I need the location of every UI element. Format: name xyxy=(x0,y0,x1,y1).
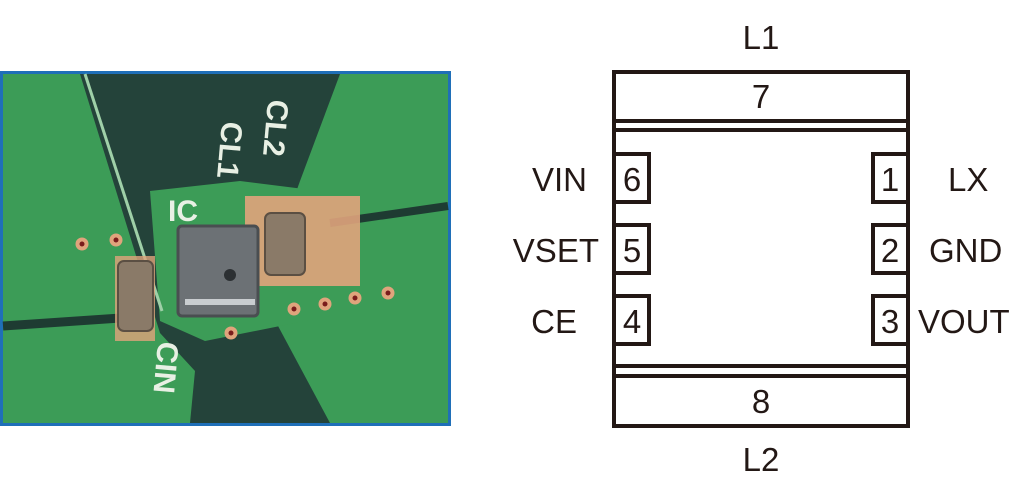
silkscreen-ic: IC xyxy=(168,195,198,228)
pin-number: 6 xyxy=(623,161,641,198)
ic-pin1-dot xyxy=(224,269,236,281)
pcb-photo: IC CL1 CL2 CIN xyxy=(0,71,451,426)
silkscreen-cl1: CL1 xyxy=(210,120,248,179)
silkscreen-cl2: CL2 xyxy=(256,98,294,157)
ic-highlight xyxy=(185,299,255,305)
pin-number: 1 xyxy=(881,161,899,198)
pin-5-pad xyxy=(612,223,651,275)
bottom-label: L2 xyxy=(743,441,780,478)
pin-name: VSET xyxy=(513,232,599,269)
pin-name: GND xyxy=(929,232,1002,269)
top-pad-number: 7 xyxy=(752,78,770,115)
pin-number: 4 xyxy=(623,303,641,340)
pin-number: 5 xyxy=(623,232,641,269)
pin-6-pad xyxy=(612,152,651,204)
cin-capacitor xyxy=(117,260,154,332)
via-holes xyxy=(79,237,391,336)
package-outline xyxy=(612,70,910,428)
pin-3-pad xyxy=(871,294,910,346)
pin-1-pad xyxy=(871,152,910,204)
pin-name: VIN xyxy=(532,161,587,198)
pin-number: 3 xyxy=(881,303,899,340)
bottom-pad-number: 8 xyxy=(752,383,770,420)
pin-2-pad xyxy=(871,223,910,275)
pin-name: VOUT xyxy=(918,303,1010,340)
pin-name: CE xyxy=(531,303,577,340)
ic-chip xyxy=(176,224,260,318)
silkscreen-cin: CIN xyxy=(147,340,184,394)
pin-4-pad xyxy=(612,294,651,346)
pin-name: LX xyxy=(948,161,988,198)
inductor-component xyxy=(264,212,306,276)
top-label: L1 xyxy=(743,19,780,56)
pin-number: 2 xyxy=(881,232,899,269)
